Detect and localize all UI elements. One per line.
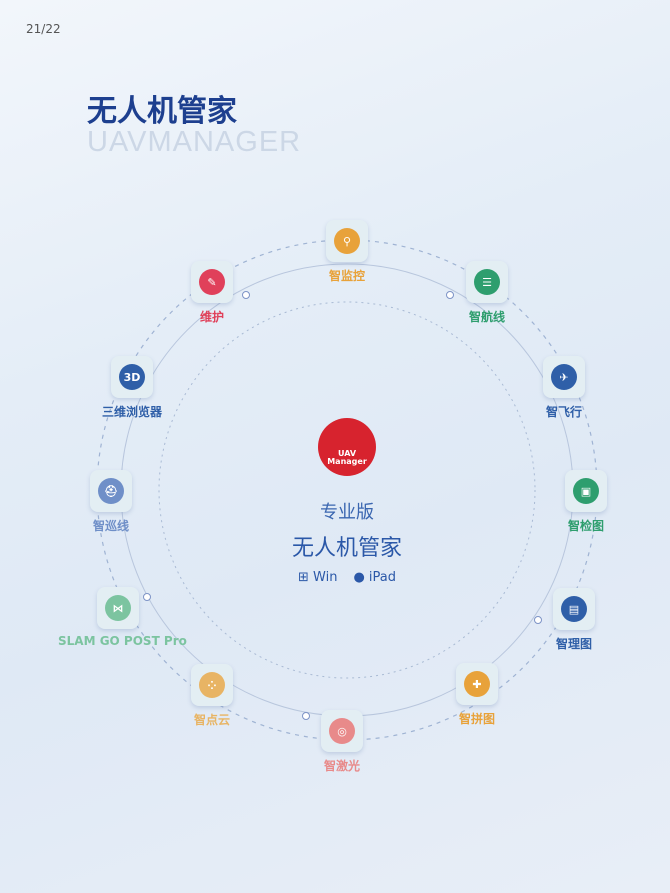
edition-label: 专业版	[320, 502, 374, 523]
module-icon: 3D	[119, 364, 145, 390]
module-5[interactable]: ▤ 智理图	[514, 588, 634, 652]
module-11[interactable]: 3D 三维浏览器	[72, 356, 192, 420]
module-icon-box[interactable]: 3D	[111, 356, 153, 398]
logo-text: UAV	[337, 449, 357, 458]
module-icon: ⛑	[98, 478, 124, 504]
module-label: 三维浏览器	[101, 405, 162, 419]
module-icon-box[interactable]: ⚲	[326, 220, 368, 262]
module-icon-box[interactable]: ✎	[191, 261, 233, 303]
module-icon-box[interactable]: ⋈	[97, 587, 139, 629]
module-label: 智监控	[328, 269, 365, 283]
module-label: 智检图	[567, 519, 604, 533]
module-icon-box[interactable]: ☰	[466, 261, 508, 303]
apple-icon: ●	[353, 570, 365, 585]
module-10[interactable]: ⛑ 智巡线	[51, 470, 171, 534]
page-title: 无人机管家	[87, 94, 237, 129]
module-label: 智激光	[323, 759, 360, 773]
module-6[interactable]: ✚ 智拼图	[417, 663, 537, 727]
module-icon: ✎	[199, 269, 225, 295]
module-label: 智拼图	[458, 712, 495, 726]
module-8[interactable]: ⁘ 智点云	[152, 664, 272, 728]
module-7[interactable]: ◎ 智激光	[282, 710, 402, 774]
module-label: 智巡线	[92, 519, 129, 533]
module-icon: ⚲	[334, 228, 360, 254]
module-icon: ⋈	[105, 595, 131, 621]
module-icon: ✚	[464, 671, 490, 697]
module-icon: ▤	[561, 596, 587, 622]
platform-win: ⊞ Win	[298, 570, 337, 585]
module-label: 维护	[199, 310, 224, 324]
module-icon: ⁘	[199, 672, 225, 698]
platform-ipad: ● iPad	[353, 570, 396, 585]
module-icon-box[interactable]: ✚	[456, 663, 498, 705]
module-icon: ✈	[551, 364, 577, 390]
windows-icon: ⊞	[297, 570, 309, 585]
module-icon: ☰	[474, 269, 500, 295]
module-icon-box[interactable]: ◎	[321, 710, 363, 752]
module-label: 智飞行	[545, 405, 582, 419]
platform-label: iPad	[368, 570, 397, 585]
page-number: 21/22	[26, 22, 61, 36]
uav-manager-logo: UAV Manager	[318, 418, 376, 476]
module-icon-box[interactable]: ✈	[543, 356, 585, 398]
module-3[interactable]: ✈ 智飞行	[504, 356, 624, 420]
module-icon-box[interactable]: ▤	[553, 588, 595, 630]
logo-text: Manager	[327, 457, 367, 466]
platform-list: ⊞ Win ● iPad	[247, 570, 447, 585]
module-9[interactable]: ⋈ SLAM GO POST Pro	[58, 587, 187, 648]
module-icon: ◎	[329, 718, 355, 744]
module-icon-box[interactable]: ⁘	[191, 664, 233, 706]
product-center: UAV Manager 专业版 无人机管家 ⊞ Win ● iPad	[247, 418, 447, 585]
module-icon-box[interactable]: ⛑	[90, 470, 132, 512]
module-12[interactable]: ✎ 维护	[152, 261, 272, 325]
module-2[interactable]: ☰ 智航线	[427, 261, 547, 325]
module-label: SLAM GO POST Pro	[58, 634, 187, 648]
module-icon: ▣	[573, 478, 599, 504]
module-label: 智航线	[468, 310, 505, 324]
module-label: 智点云	[193, 713, 230, 727]
product-name: 无人机管家	[291, 536, 402, 561]
module-icon-box[interactable]: ▣	[565, 470, 607, 512]
platform-label: Win	[313, 570, 338, 585]
page-subtitle: UAVMANAGER	[87, 126, 302, 158]
module-1[interactable]: ⚲ 智监控	[287, 220, 407, 284]
module-label: 智理图	[555, 637, 592, 651]
module-4[interactable]: ▣ 智检图	[526, 470, 646, 534]
